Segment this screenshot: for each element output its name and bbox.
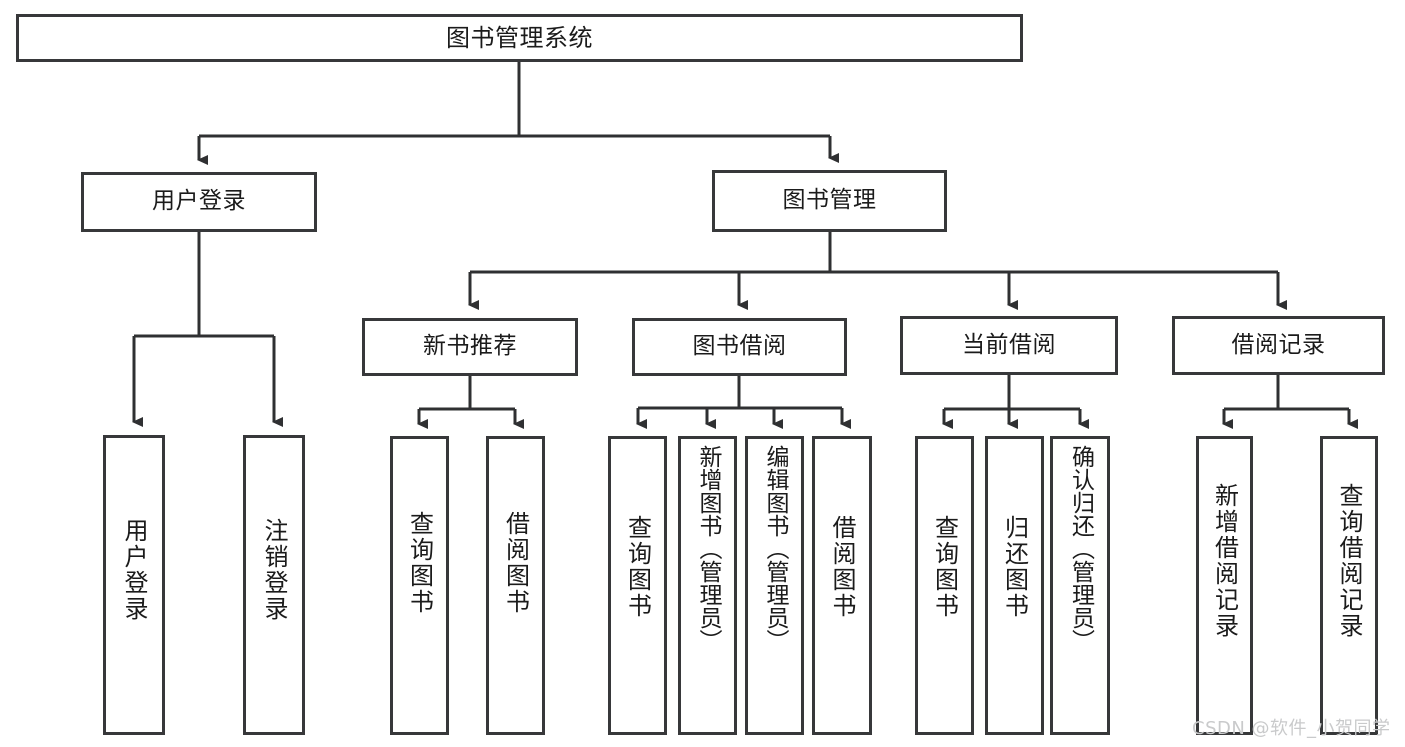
node-current-borrow-label: 当前借阅 [962,331,1056,358]
leaf-user-login-label: 用户登录 [120,518,148,622]
leaf-confirm-return[interactable]: 确认归还（管理员） [1050,436,1110,735]
leaf-add-record-label: 新增借阅记录 [1210,483,1239,639]
leaf-user-logout-label: 注销登录 [260,518,288,622]
leaf-add-record[interactable]: 新增借阅记录 [1196,436,1253,735]
leaf-edit-book[interactable]: 编辑图书（管理员） [745,436,804,735]
node-new-book-recommend[interactable]: 新书推荐 [362,318,578,376]
leaf-edit-book-label: 编辑图书（管理员） [762,445,788,652]
leaf-query-book-2[interactable]: 查询图书 [608,436,667,735]
node-user-login[interactable]: 用户登录 [81,172,317,232]
node-root[interactable]: 图书管理系统 [16,14,1023,62]
node-user-login-label: 用户登录 [152,188,246,215]
node-new-book-recommend-label: 新书推荐 [423,333,517,360]
leaf-query-book-1-label: 查询图书 [405,511,434,615]
node-root-label: 图书管理系统 [446,23,593,52]
leaf-query-record[interactable]: 查询借阅记录 [1320,436,1378,735]
leaf-borrow-book-2[interactable]: 借阅图书 [812,436,872,735]
leaf-add-book-label: 新增图书（管理员） [695,445,721,652]
watermark: CSDN @软件_小贺同学 [1192,718,1391,739]
leaf-return-book[interactable]: 归还图书 [985,436,1044,735]
leaf-query-record-label: 查询借阅记录 [1335,483,1363,639]
leaf-query-book-3-label: 查询图书 [930,515,959,619]
node-borrow-record[interactable]: 借阅记录 [1172,316,1385,375]
node-book-manage[interactable]: 图书管理 [712,170,947,232]
node-book-borrow-label: 图书借阅 [692,333,787,360]
node-book-borrow[interactable]: 图书借阅 [632,318,847,376]
leaf-borrow-book-1[interactable]: 借阅图书 [486,436,545,735]
leaf-query-book-2-label: 查询图书 [623,515,652,619]
leaf-confirm-return-label: 确认归还（管理员） [1067,445,1094,652]
node-current-borrow[interactable]: 当前借阅 [900,316,1118,375]
leaf-borrow-book-2-label: 借阅图书 [828,515,856,619]
node-book-manage-label: 图书管理 [782,187,877,214]
node-borrow-record-label: 借阅记录 [1231,331,1326,358]
leaf-user-login[interactable]: 用户登录 [103,435,165,735]
leaf-query-book-1[interactable]: 查询图书 [390,436,449,735]
leaf-user-logout[interactable]: 注销登录 [243,435,305,735]
leaf-borrow-book-1-label: 借阅图书 [501,511,530,615]
leaf-add-book[interactable]: 新增图书（管理员） [678,436,737,735]
leaf-return-book-label: 归还图书 [1000,515,1029,619]
leaf-query-book-3[interactable]: 查询图书 [915,436,974,735]
